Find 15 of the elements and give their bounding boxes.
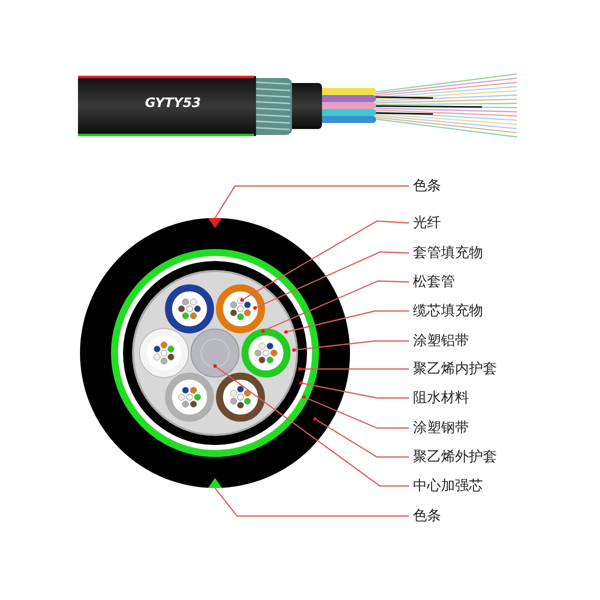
- part-label: 阻水材料: [413, 389, 469, 407]
- color-stripe-mark: [208, 218, 222, 228]
- color-stripe-mark: [208, 478, 222, 488]
- part-label: 缆芯填充物: [413, 302, 483, 320]
- part-label: 松套管: [413, 273, 455, 291]
- part-label: 光纤: [413, 214, 441, 232]
- part-label: 色条: [413, 177, 441, 195]
- part-label: 涂塑钢带: [413, 419, 469, 437]
- part-label: 涂塑铝带: [413, 332, 469, 350]
- part-label: 套管填充物: [413, 244, 483, 262]
- cable-model-text: GYTY53: [145, 95, 201, 113]
- part-label: 色条: [413, 507, 441, 525]
- part-label: 聚乙烯外护套: [413, 448, 497, 466]
- part-label: 中心加强芯: [413, 477, 483, 495]
- part-label: 聚乙烯内护套: [413, 360, 497, 378]
